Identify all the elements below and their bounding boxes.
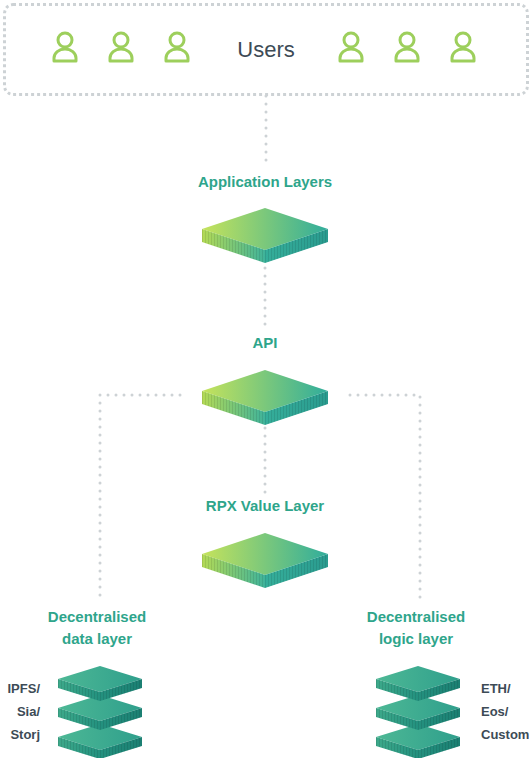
layer-node: RPX Value Layer [180,493,350,590]
dotted-connector [350,395,420,600]
user-icon [396,33,418,61]
dotted-connector [264,268,267,330]
platform-stack [58,666,142,758]
tech-list: IPFS/ Sia/ Storj [0,677,40,746]
layer-title: Application Layers [180,171,350,193]
user-icon [452,33,474,61]
layer-node: API [180,330,350,428]
user-icon [54,33,76,61]
layer-node: Application Layers [180,168,350,268]
platform-stack [376,666,460,758]
users-label: Users [6,6,526,93]
layer-node: Decentralised logic layerETH/ Eos/ Custo… [350,600,532,758]
layer-title: RPX Value Layer [180,495,350,517]
stack-slab [376,666,460,701]
layer-platform [202,208,328,263]
user-icon [166,33,188,61]
user-icon [340,33,362,61]
user-icon [110,33,132,61]
layer-title: API [180,332,350,354]
dotted-connector [100,395,180,600]
users-group: Users [3,3,529,96]
layer-platform [202,370,328,425]
layer-platform [202,533,328,588]
tech-list: ETH/ Eos/ Custom [481,677,531,746]
layer-title: Decentralised logic layer [356,606,476,650]
layer-node: Decentralised data layerIPFS/ Sia/ Storj [0,600,175,758]
layer-title: Decentralised data layer [37,606,157,650]
dotted-connector [264,428,267,493]
stack-slab [58,666,142,701]
dotted-connector [265,96,268,168]
